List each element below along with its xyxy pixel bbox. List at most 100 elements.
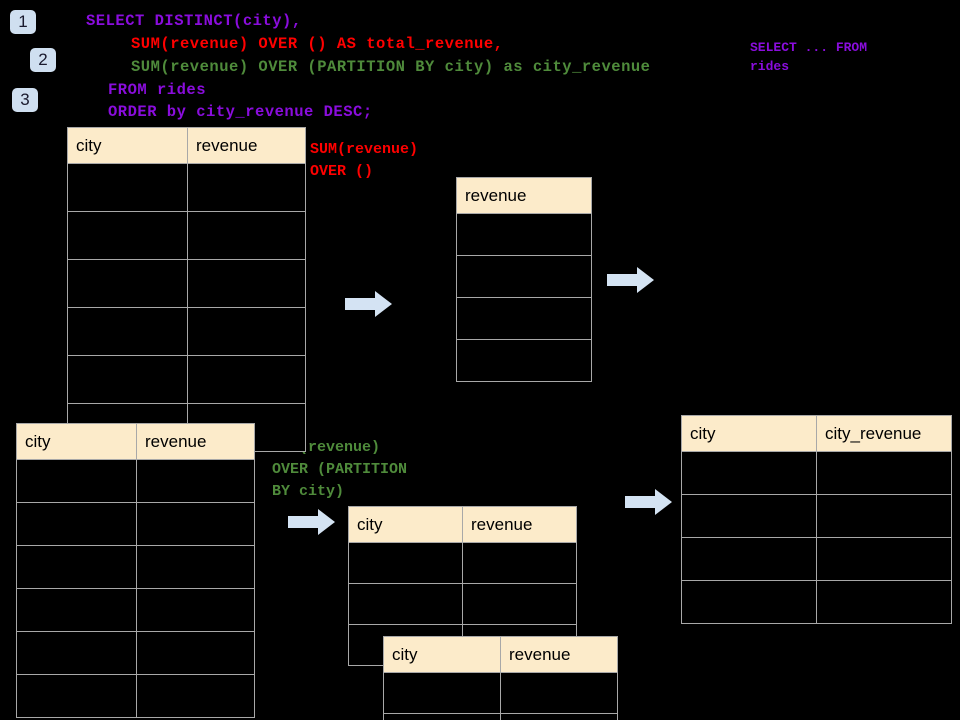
total-revenue-table: revenue bbox=[456, 177, 592, 382]
table-row bbox=[16, 631, 255, 675]
column-header-revenue: revenue bbox=[187, 127, 306, 164]
column-header-revenue: revenue bbox=[136, 423, 255, 460]
arrow-partition-to-result bbox=[625, 489, 672, 515]
table-row bbox=[16, 588, 255, 632]
table-row bbox=[383, 672, 618, 714]
sql-line-4: FROM rides bbox=[108, 81, 207, 99]
sum-over-empty-label: SUM(revenue) OVER () bbox=[310, 141, 419, 180]
table-cell bbox=[16, 502, 137, 546]
table-cell bbox=[136, 545, 255, 589]
column-header-city: city bbox=[348, 506, 463, 543]
table-row bbox=[67, 163, 306, 212]
column-header-city_revenue: city_revenue bbox=[816, 415, 952, 452]
table-row bbox=[348, 583, 577, 625]
sql-line-1: SELECT DISTINCT(city), bbox=[86, 12, 302, 30]
table-cell bbox=[456, 255, 592, 298]
table-cell bbox=[187, 211, 306, 260]
table-cell bbox=[500, 713, 618, 720]
table-cell bbox=[67, 355, 188, 404]
table-cell bbox=[383, 713, 501, 720]
arrow-source-to-partition bbox=[288, 509, 335, 535]
table-cell bbox=[462, 542, 577, 584]
table-cell bbox=[816, 580, 952, 624]
column-header-city: city bbox=[16, 423, 137, 460]
table-cell bbox=[136, 502, 255, 546]
table-row bbox=[383, 713, 618, 720]
table-cell bbox=[16, 459, 137, 503]
sql-line-2: SUM(revenue) OVER () AS total_revenue, bbox=[131, 35, 504, 53]
table-cell bbox=[16, 631, 137, 675]
table-cell bbox=[681, 580, 817, 624]
table-cell bbox=[816, 451, 952, 495]
column-header-city: city bbox=[67, 127, 188, 164]
table-cell bbox=[16, 545, 137, 589]
arrow-total-to-result bbox=[607, 267, 654, 293]
table-cell bbox=[383, 672, 501, 714]
table-row bbox=[16, 674, 255, 718]
column-header-revenue: revenue bbox=[500, 636, 618, 673]
column-header-revenue: revenue bbox=[456, 177, 592, 214]
table-cell bbox=[187, 163, 306, 212]
table-row bbox=[348, 542, 577, 584]
step-badge-2: 2 bbox=[30, 48, 56, 72]
table-cell bbox=[16, 588, 137, 632]
table-cell bbox=[681, 494, 817, 538]
table-row bbox=[67, 307, 306, 356]
sql-line-3: SUM(revenue) OVER (PARTITION BY city) as… bbox=[131, 58, 651, 76]
table-cell bbox=[67, 163, 188, 212]
table-row bbox=[456, 339, 592, 382]
table-row bbox=[681, 537, 952, 581]
table-row bbox=[681, 494, 952, 538]
table-cell bbox=[348, 583, 463, 625]
table-cell bbox=[462, 583, 577, 625]
table-cell bbox=[681, 537, 817, 581]
table-row bbox=[681, 580, 952, 624]
table-cell bbox=[136, 588, 255, 632]
table-cell bbox=[67, 259, 188, 308]
table-cell bbox=[187, 307, 306, 356]
column-header-city: city bbox=[681, 415, 817, 452]
table-row bbox=[681, 451, 952, 495]
table-row bbox=[456, 213, 592, 256]
table-cell bbox=[816, 494, 952, 538]
arrow-source-to-total bbox=[345, 291, 392, 317]
table-cell bbox=[500, 672, 618, 714]
table-row bbox=[67, 259, 306, 308]
table-row bbox=[456, 255, 592, 298]
table-cell bbox=[348, 542, 463, 584]
table-row bbox=[16, 459, 255, 503]
table-cell bbox=[187, 259, 306, 308]
table-cell bbox=[67, 211, 188, 260]
table-header-row: revenue bbox=[456, 177, 592, 214]
table-cell bbox=[816, 537, 952, 581]
table-cell bbox=[456, 297, 592, 340]
table-cell bbox=[67, 307, 188, 356]
table-row bbox=[456, 297, 592, 340]
step-badge-1: 1 bbox=[10, 10, 36, 34]
column-header-revenue: revenue bbox=[462, 506, 577, 543]
table-row bbox=[16, 502, 255, 546]
table-cell bbox=[681, 451, 817, 495]
column-header-city: city bbox=[383, 636, 501, 673]
table-row bbox=[67, 355, 306, 404]
table-cell bbox=[136, 631, 255, 675]
step-badge-3: 3 bbox=[12, 88, 38, 112]
table-row bbox=[67, 211, 306, 260]
sql-line-5: ORDER by city_revenue DESC; bbox=[108, 103, 373, 121]
select-from-rides-label: SELECT ... FROM rides bbox=[750, 40, 868, 74]
table-cell bbox=[136, 459, 255, 503]
table-cell bbox=[136, 674, 255, 718]
table-row bbox=[16, 545, 255, 589]
table-cell bbox=[456, 339, 592, 382]
table-cell bbox=[16, 674, 137, 718]
